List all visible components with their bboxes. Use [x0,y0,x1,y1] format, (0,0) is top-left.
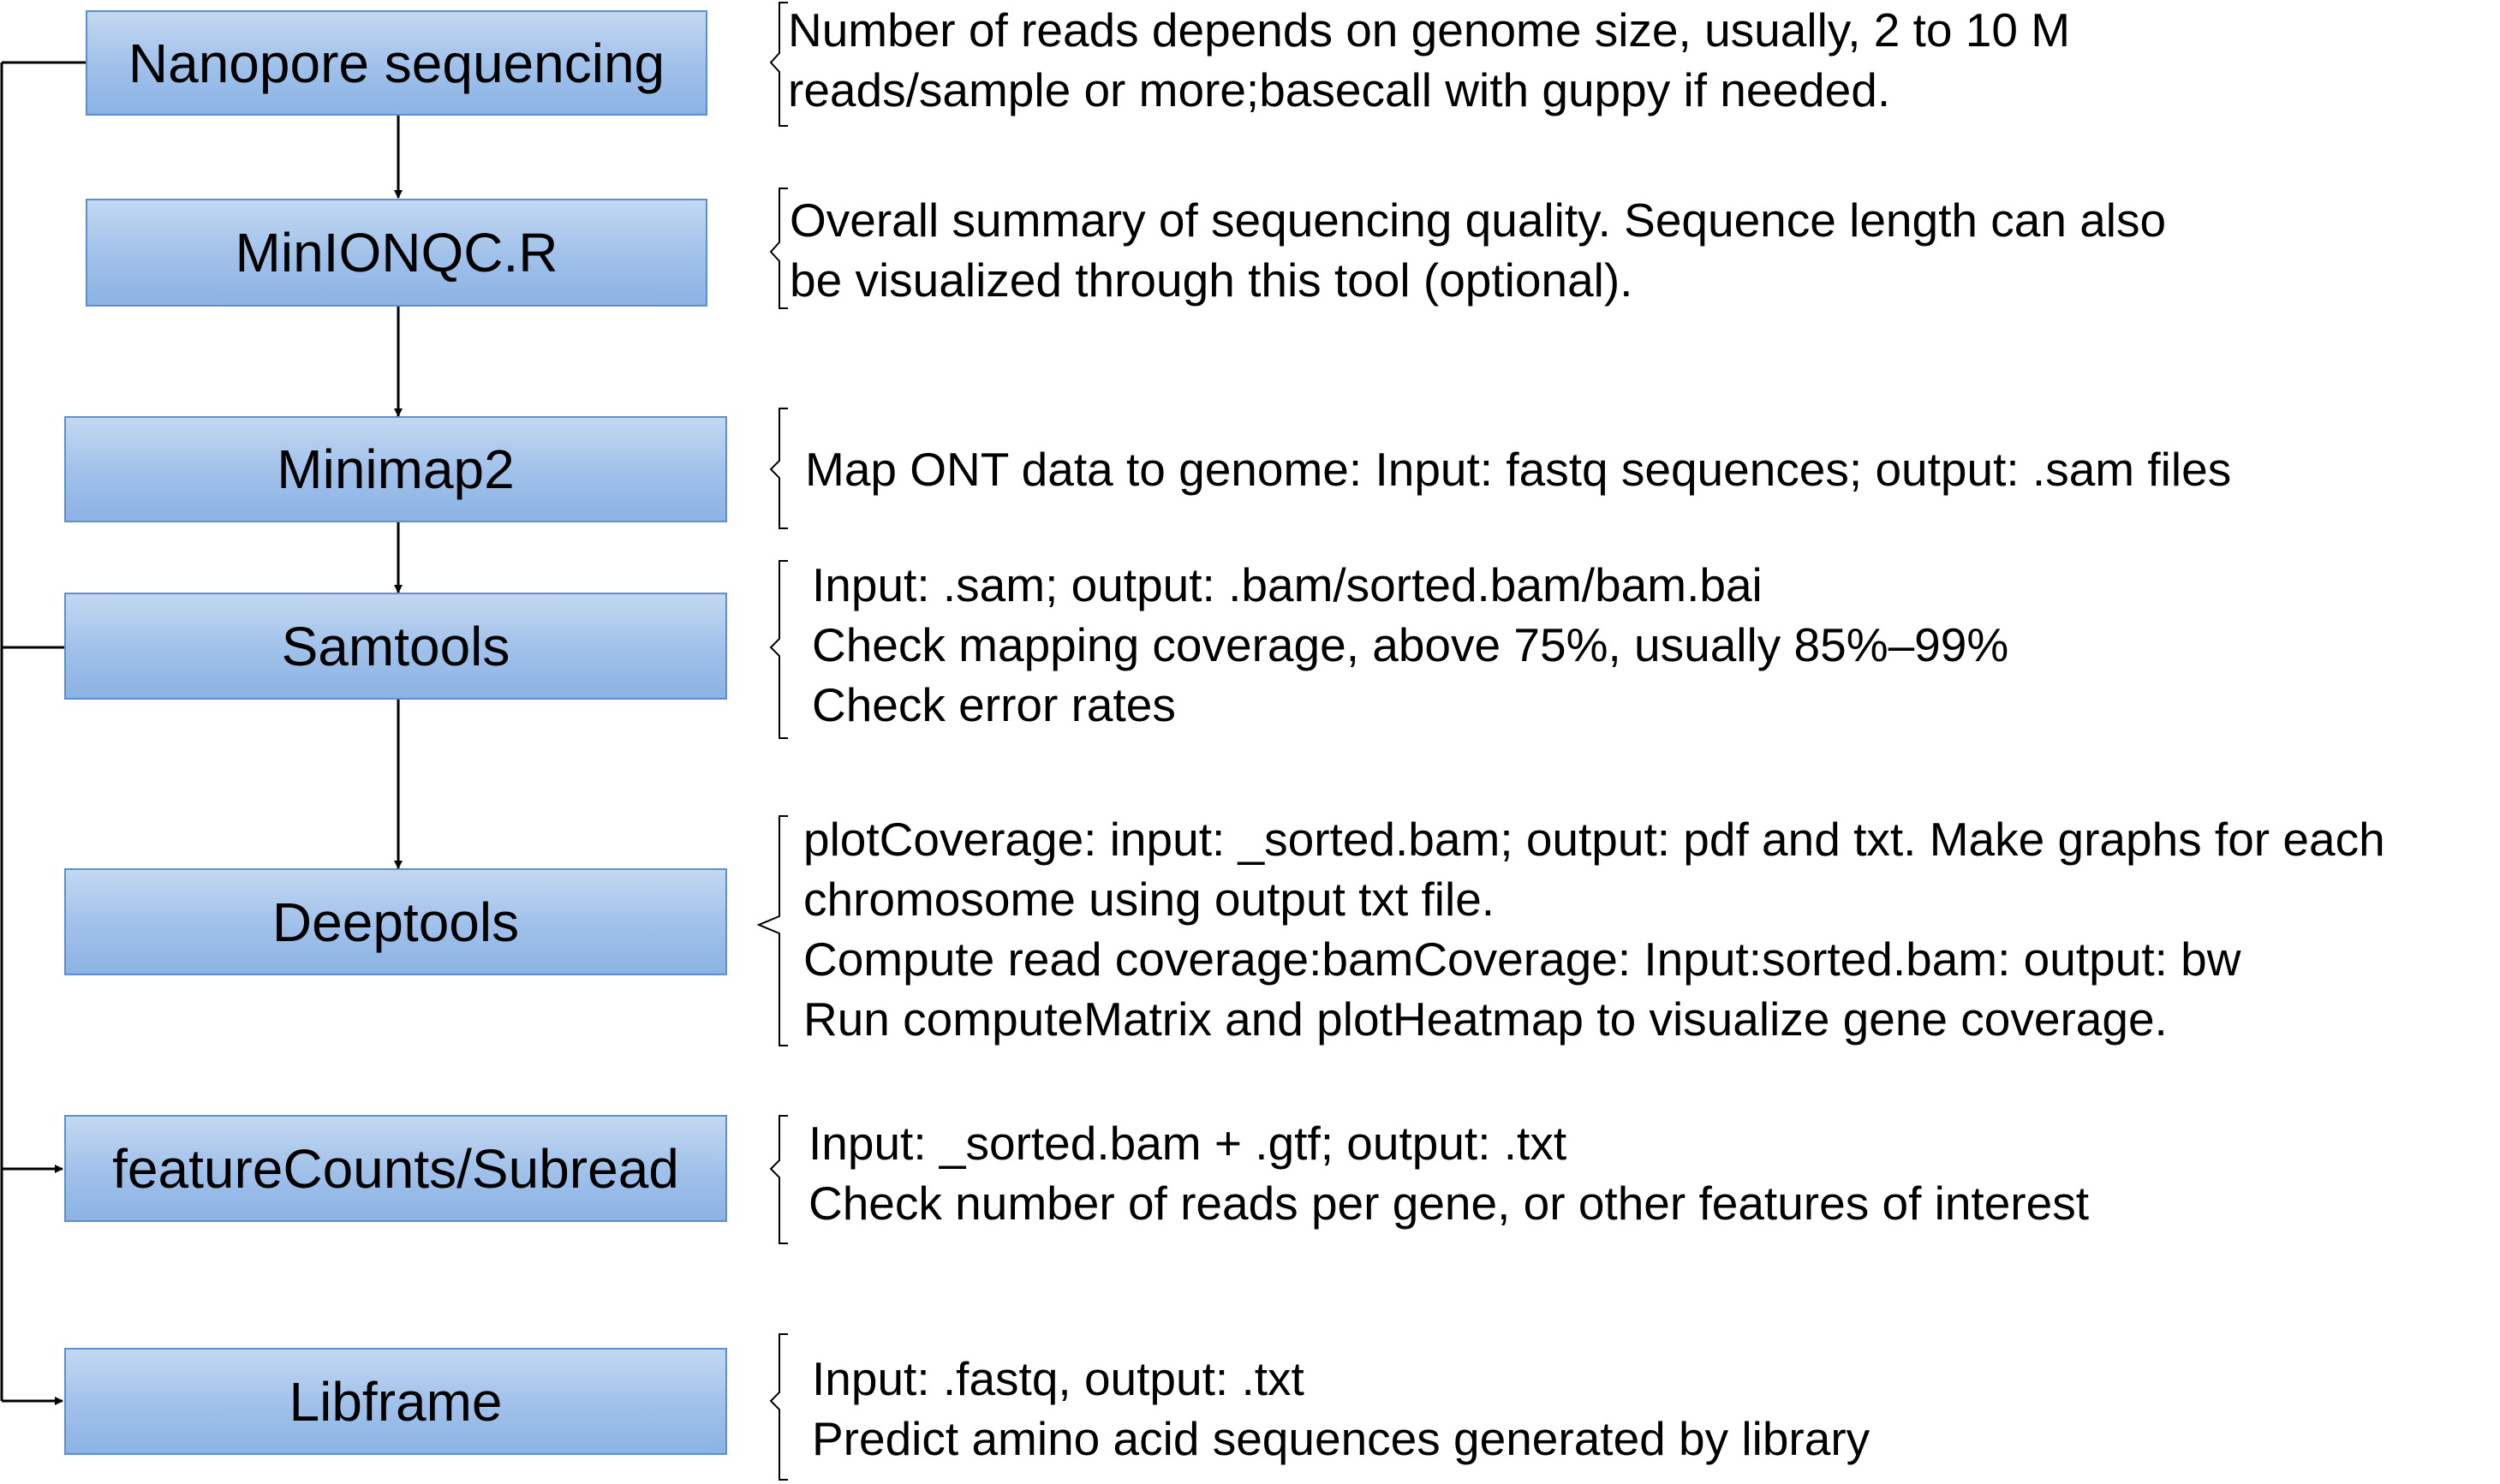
step-box-minionqc: MinIONQC.R [86,199,707,307]
step-box-nanopore-sequencing: Nanopore sequencing [86,10,707,116]
step-box-samtools: Samtools [64,593,727,700]
bracket-libframe [769,1333,788,1481]
step-description-minionqc: Overall summary of sequencing quality. S… [790,190,2166,310]
bracket-nanopore [769,2,788,127]
bracket-deeptools [756,815,788,1046]
description-line: be visualized through this tool (optiona… [790,253,1633,307]
description-line: Run computeMatrix and plotHeatmap to vis… [803,992,2168,1046]
description-line: chromosome using output txt file. [803,873,1495,926]
step-description-samtools: Input: .sam; output: .bam/sorted.bam/bam… [812,555,2008,735]
description-line: Check error rates [812,678,1176,731]
description-line: plotCoverage: input: _sorted.bam; output… [803,813,2385,866]
step-description-nanopore: Number of reads depends on genome size, … [788,0,2070,120]
description-line: Input: .fastq, output: .txt [812,1352,1304,1405]
description-line: Compute read coverage:bamCoverage: Input… [803,933,2241,986]
description-line: Number of reads depends on genome size, … [788,3,2071,57]
step-description-minimap2: Map ONT data to genome: Input: fastq seq… [805,439,2231,499]
description-line: Check number of reads per gene, or other… [808,1177,2089,1230]
description-line: Check mapping coverage, above 75%, usual… [812,618,2009,671]
step-box-minimap2: Minimap2 [64,416,727,522]
step-box-deeptools: Deeptools [64,868,727,975]
bracket-minionqc [769,188,788,309]
bracket-minimap2 [769,408,788,529]
description-line: Map ONT data to genome: Input: fastq seq… [805,443,2232,496]
bracket-featurecounts [769,1115,788,1244]
step-description-featurecounts: Input: _sorted.bam + .gtf; output: .txt … [808,1113,2089,1233]
description-line: Input: .sam; output: .bam/sorted.bam/bam… [812,558,1763,611]
step-box-libframe: Libframe [64,1348,727,1455]
step-description-deeptools: plotCoverage: input: _sorted.bam; output… [803,809,2385,1049]
description-line: Predict amino acid sequences generated b… [812,1412,1871,1465]
description-line: Overall summary of sequencing quality. S… [790,194,2167,247]
step-box-featurecounts-subread: featureCounts/Subread [64,1115,727,1222]
description-line: Input: _sorted.bam + .gtf; output: .txt [808,1117,1567,1170]
bracket-samtools [769,560,788,739]
description-line: reads/sample or more;basecall with guppy… [788,63,1891,116]
step-description-libframe: Input: .fastq, output: .txt Predict amin… [812,1349,1870,1469]
